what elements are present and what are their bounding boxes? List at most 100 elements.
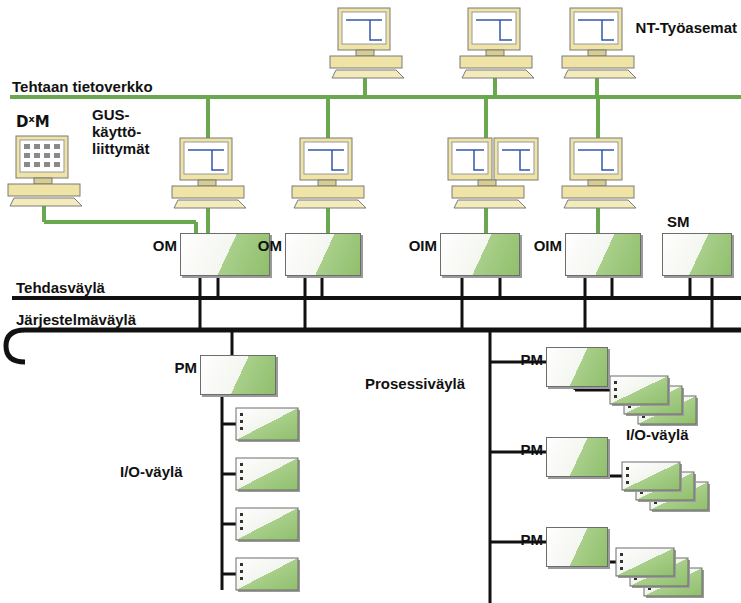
computer-base xyxy=(292,186,364,198)
screen-icon xyxy=(34,144,40,149)
screen-window xyxy=(346,20,382,40)
keyboard xyxy=(10,198,82,206)
monitor-stand xyxy=(198,180,216,186)
bus-drop xyxy=(489,330,492,338)
bus-drop xyxy=(584,276,587,330)
system-bus xyxy=(25,328,741,333)
io-card-led xyxy=(626,474,629,477)
monitor xyxy=(494,138,538,180)
module-box: OIM xyxy=(565,233,641,276)
monitor xyxy=(300,138,352,180)
screen-icon xyxy=(24,153,30,158)
diagram-label: I/O-väylä xyxy=(120,463,183,480)
keyboard xyxy=(174,200,246,208)
diagram-label: Tehdasväylä xyxy=(16,279,105,296)
io-card xyxy=(236,458,298,490)
plant-bus xyxy=(12,296,741,300)
screen-icon xyxy=(44,144,50,149)
diagram-label: I/O-väylä xyxy=(624,426,691,443)
io-card-led xyxy=(240,513,243,516)
bus-drop xyxy=(304,276,307,330)
computer-base xyxy=(172,186,244,198)
keyboard xyxy=(462,70,534,78)
monitor xyxy=(570,8,622,50)
io-card-led xyxy=(240,463,243,466)
diagram-label: NT-Työasemat xyxy=(636,19,737,36)
io-card-led xyxy=(240,520,243,523)
screen-icon xyxy=(54,144,60,149)
io-card-led xyxy=(240,470,243,473)
keyboard xyxy=(332,70,404,78)
screen xyxy=(304,142,348,174)
io-card-led xyxy=(240,427,243,430)
computer-base xyxy=(562,186,634,198)
computer-base xyxy=(460,56,532,68)
io-card xyxy=(236,408,298,440)
screen-icon xyxy=(24,162,30,167)
screen xyxy=(20,140,64,172)
network-line xyxy=(206,97,210,138)
module-label: OM xyxy=(258,237,282,254)
diagram-label: GUS- käyttö- liittymät xyxy=(92,106,162,157)
keyboard xyxy=(454,200,526,208)
module-label: PM xyxy=(521,531,544,548)
io-card-led xyxy=(240,477,243,480)
bus-drop xyxy=(689,276,692,298)
io-card xyxy=(610,376,668,404)
module-label: PM xyxy=(175,359,198,376)
monitor-stand xyxy=(34,178,52,184)
network-line xyxy=(44,220,196,224)
io-card xyxy=(236,508,298,540)
bus-drop xyxy=(231,330,234,356)
screen-icon xyxy=(34,153,40,158)
monitor xyxy=(570,138,622,180)
computer-base xyxy=(330,56,402,68)
computer-base xyxy=(452,186,524,198)
monitor-stand xyxy=(356,50,374,56)
io-bus xyxy=(222,573,236,576)
computer-base xyxy=(8,184,80,196)
io-bus xyxy=(222,473,236,476)
monitor xyxy=(338,8,390,50)
screen xyxy=(472,12,516,44)
module-box: PM xyxy=(546,347,608,387)
module-label: PM xyxy=(521,351,544,368)
network-line xyxy=(194,222,198,233)
io-card-led xyxy=(614,381,617,384)
io-card-led xyxy=(240,413,243,416)
monitor xyxy=(448,138,492,180)
io-card xyxy=(616,548,674,576)
io-card xyxy=(236,558,298,590)
io-card-led xyxy=(626,481,629,484)
screen xyxy=(498,142,534,174)
screen xyxy=(452,142,488,174)
io-bus xyxy=(575,389,610,392)
bus-drop xyxy=(499,276,502,298)
monitor xyxy=(180,138,232,180)
diagram-label: Tehtaan tietoverkko xyxy=(12,78,153,95)
monitor-stand xyxy=(486,50,504,56)
network-line xyxy=(10,95,741,99)
screen-window xyxy=(188,150,224,170)
network-line xyxy=(596,205,600,233)
bus-drop xyxy=(217,276,220,298)
keyboard xyxy=(294,200,366,208)
module-label: OIM xyxy=(534,237,562,254)
io-card-led xyxy=(614,395,617,398)
bus-hook xyxy=(6,330,25,362)
io-card-led xyxy=(626,467,629,470)
io-card-led xyxy=(240,563,243,566)
screen xyxy=(574,12,618,44)
io-card-led xyxy=(240,527,243,530)
bus-drop xyxy=(611,276,614,298)
screen-icon xyxy=(54,162,60,167)
io-card xyxy=(622,462,680,490)
module-box: OIM xyxy=(440,233,520,276)
module-label: OM xyxy=(153,237,177,254)
module-box: OM xyxy=(180,233,270,276)
screen xyxy=(342,12,386,44)
io-bus xyxy=(222,523,236,526)
io-card-led xyxy=(620,560,623,563)
monitor xyxy=(16,136,68,178)
